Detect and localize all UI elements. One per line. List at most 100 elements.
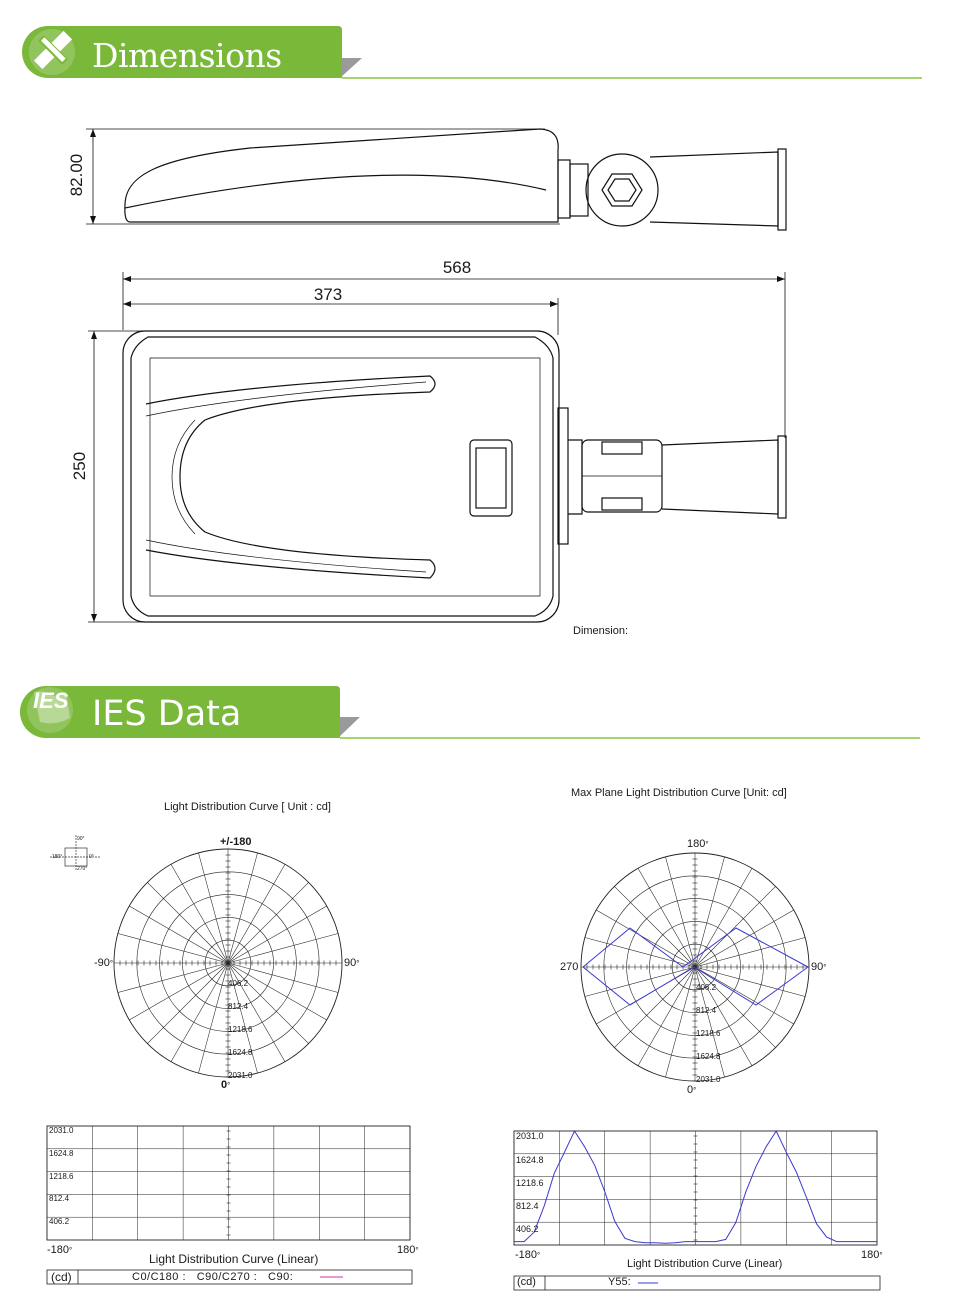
left-linear-y4: 812.4	[49, 1194, 70, 1203]
polar-spoke	[694, 886, 776, 968]
left-legend-text: C0/C180 : C90/C270 : C90:	[132, 1271, 294, 1283]
left-polar-chart	[50, 835, 343, 1078]
left-linear-y1: 2031.0	[49, 1126, 74, 1135]
right-ring-label-5: 2031.0	[696, 1075, 721, 1084]
left-linear-title: Light Distribution Curve (Linear)	[149, 1252, 319, 1266]
right-polar-chart	[580, 852, 810, 1082]
polar-spoke	[170, 962, 229, 1062]
polar-spoke	[694, 909, 794, 968]
left-polar-top-label: +/-180	[220, 836, 252, 848]
degree-sign: °	[109, 959, 114, 968]
left-polar-left-label: -90°	[94, 957, 113, 969]
polar-spoke	[665, 856, 696, 968]
polar-spoke	[117, 962, 229, 993]
polar-spoke	[694, 966, 776, 1048]
left-polar-right-value: 90	[344, 957, 357, 969]
right-polar-top-value: 180	[687, 838, 706, 850]
right-linear-y5: 406.2	[516, 1224, 539, 1234]
legend-icon-0: 0°	[89, 854, 94, 860]
right-ring-label-2: 812.4	[696, 1006, 717, 1015]
right-polar-bottom-label: 0°	[687, 1084, 696, 1096]
left-polar-title: Light Distribution Curve [ Unit : cd]	[164, 801, 331, 813]
degree-sign: °	[356, 959, 360, 968]
right-polar-curve	[582, 927, 809, 1006]
polar-spoke	[596, 909, 696, 968]
polar-spoke	[694, 868, 753, 968]
left-linear-xmin-value: -180	[47, 1244, 70, 1256]
polar-spoke	[227, 962, 327, 1021]
top-view	[122, 330, 787, 623]
polar-spoke	[227, 852, 258, 964]
polar-spoke	[227, 962, 339, 993]
polar-spoke	[637, 868, 696, 968]
dimensions-header: Dimensions	[0, 0, 961, 95]
polar-spoke	[147, 882, 229, 964]
left-linear-xmax: 180°	[397, 1244, 419, 1256]
right-ring-label-1: 406.2	[696, 983, 717, 992]
right-legend-box	[513, 1275, 881, 1291]
width-dimension-label: 250	[70, 451, 89, 481]
legend-icon-270: 270°	[77, 866, 88, 872]
legend-icon-180: 180°	[52, 854, 63, 860]
left-linear-y2: 1624.8	[49, 1149, 74, 1158]
degree-sign: °	[693, 1086, 697, 1095]
right-polar-right-value: 90	[811, 961, 824, 973]
polar-spoke	[227, 933, 339, 964]
body-length-label: 373	[313, 285, 343, 304]
left-linear-chart	[46, 1125, 413, 1285]
left-linear-xmax-value: 180	[397, 1244, 416, 1256]
right-linear-y1: 2031.0	[516, 1131, 544, 1141]
left-linear-grid	[46, 1125, 411, 1241]
overall-length-label: 568	[442, 258, 472, 277]
right-linear-xmin: -180°	[515, 1249, 540, 1261]
dimensions-title: Dimensions	[92, 36, 282, 75]
ies-header: IES IES Data	[0, 660, 961, 760]
degree-sign: °	[415, 1246, 419, 1255]
dimension-caption: Dimension:	[573, 625, 629, 637]
left-ring-label-5: 2031.0	[228, 1071, 253, 1080]
polar-spoke	[694, 856, 725, 968]
side-view	[86, 128, 787, 231]
legend-icon-90: 90°	[77, 836, 85, 842]
polar-spoke	[227, 962, 309, 1044]
top-view-dimensions	[88, 272, 786, 623]
degree-sign: °	[227, 1081, 231, 1090]
polar-spoke	[694, 966, 794, 1025]
left-polar-bottom-value: 0	[221, 1079, 228, 1091]
dimension-drawing	[86, 128, 787, 623]
polar-spoke	[227, 905, 327, 964]
polar-spoke	[665, 966, 696, 1078]
dimensions-banner	[22, 26, 922, 79]
polar-spoke	[117, 933, 229, 964]
right-linear-y3: 1218.6	[516, 1178, 544, 1188]
left-polar-bottom-label: 0°	[221, 1079, 230, 1091]
right-polar-right-label: 90°	[811, 961, 826, 973]
right-linear-title: Light Distribution Curve (Linear)	[627, 1258, 783, 1270]
right-linear-y4: 812.4	[516, 1201, 539, 1211]
right-polar-top-label: 180°	[687, 838, 709, 850]
right-ring-label-4: 1624.8	[696, 1052, 721, 1061]
polar-spoke	[147, 962, 229, 1044]
polar-spoke	[614, 966, 696, 1048]
polar-spoke	[637, 966, 696, 1066]
right-linear-grid	[513, 1130, 878, 1246]
polar-spoke	[614, 886, 696, 968]
polar-spoke	[198, 962, 229, 1074]
left-polar-left-value: -90	[94, 957, 110, 969]
ies-title: IES Data	[92, 694, 242, 734]
ies-banner	[20, 686, 920, 739]
right-legend-text: Y55:	[608, 1276, 631, 1288]
left-ring-label-3: 1218.6	[228, 1025, 253, 1034]
left-legend-unit: (cd)	[51, 1270, 72, 1284]
right-polar-title: Max Plane Light Distribution Curve [Unit…	[571, 787, 787, 799]
right-linear-xmax-value: 180	[861, 1249, 880, 1261]
polar-spoke	[227, 962, 286, 1062]
left-linear-y3: 1218.6	[49, 1172, 74, 1181]
degree-sign: °	[823, 963, 827, 972]
degree-sign: °	[705, 840, 709, 849]
polar-spoke	[584, 966, 696, 997]
height-dimension-label: 82.00	[67, 153, 86, 197]
degree-sign: °	[537, 1251, 541, 1260]
right-polar-left-label: 270	[560, 961, 579, 973]
left-linear-y5: 406.2	[49, 1217, 70, 1226]
